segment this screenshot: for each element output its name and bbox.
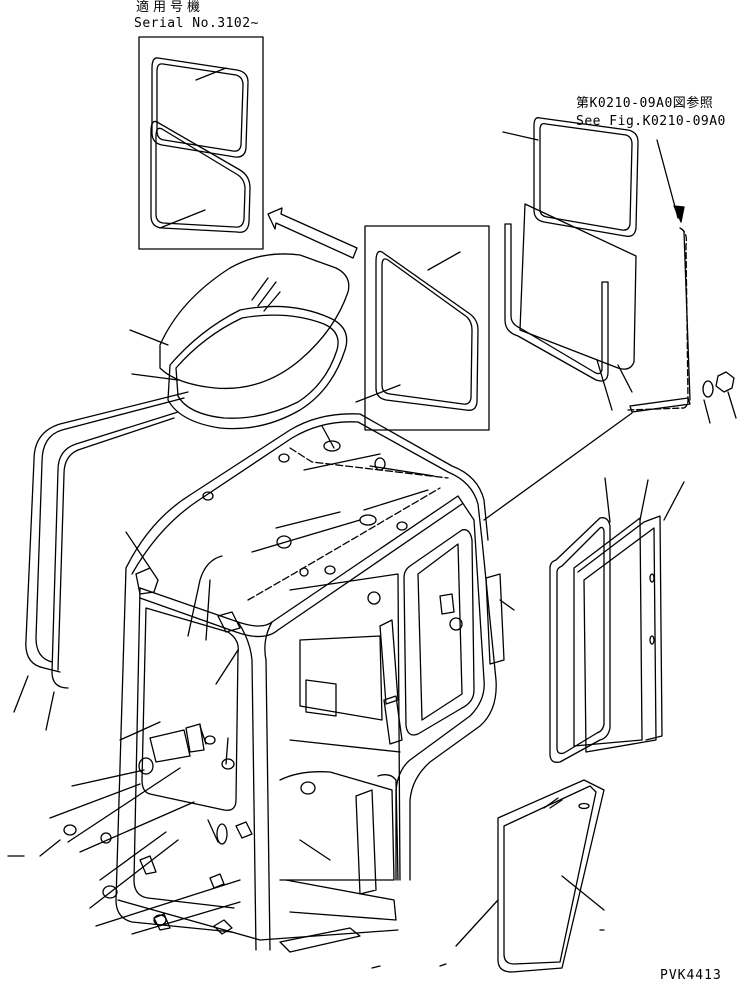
middle-inset-frame: [364, 225, 490, 431]
roof-glass: [129, 253, 350, 430]
middle-inset-box: [355, 225, 490, 431]
cab-frame: [7, 413, 515, 969]
seal-ring-lower: [150, 120, 251, 233]
rear-window-group: [502, 117, 639, 411]
figure-reference-en: See Fig.K0210-09A0: [576, 114, 726, 129]
serial-inset-box: [138, 36, 264, 250]
serial-note-jp: 適用号機: [136, 0, 205, 15]
door-glass: [455, 779, 605, 973]
figure-reference-jp: 第K0210-09A0図参照: [576, 96, 714, 111]
seal-ring-upper: [151, 57, 249, 158]
side-panel-group: [549, 477, 685, 763]
stay-rod-assembly: [483, 139, 737, 521]
front-window-seal: [13, 391, 189, 731]
direction-arrow: [267, 207, 358, 259]
serial-note-en: Serial No.3102~: [134, 16, 259, 31]
inset-frame: [138, 36, 264, 250]
drawing-code: PVK4413: [660, 968, 722, 983]
